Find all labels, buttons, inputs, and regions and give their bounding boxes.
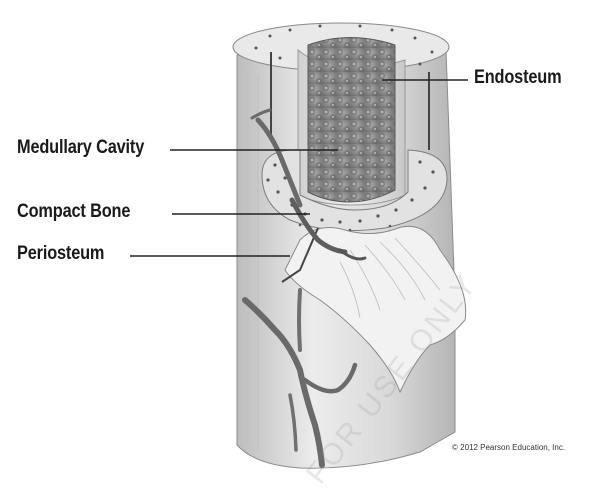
medullary-cavity-label: Medullary Cavity: [17, 137, 145, 158]
medullary-cavity-region: [307, 37, 396, 203]
copyright-credit: © 2012 Pearson Education, Inc.: [452, 443, 566, 452]
periosteum-flap: [281, 225, 467, 394]
leader-lines: [130, 79, 468, 257]
compact-bone-label: Compact Bone: [17, 201, 131, 222]
periosteum-label: Periosteum: [17, 243, 105, 264]
endosteum-label: Endosteum: [474, 67, 562, 88]
